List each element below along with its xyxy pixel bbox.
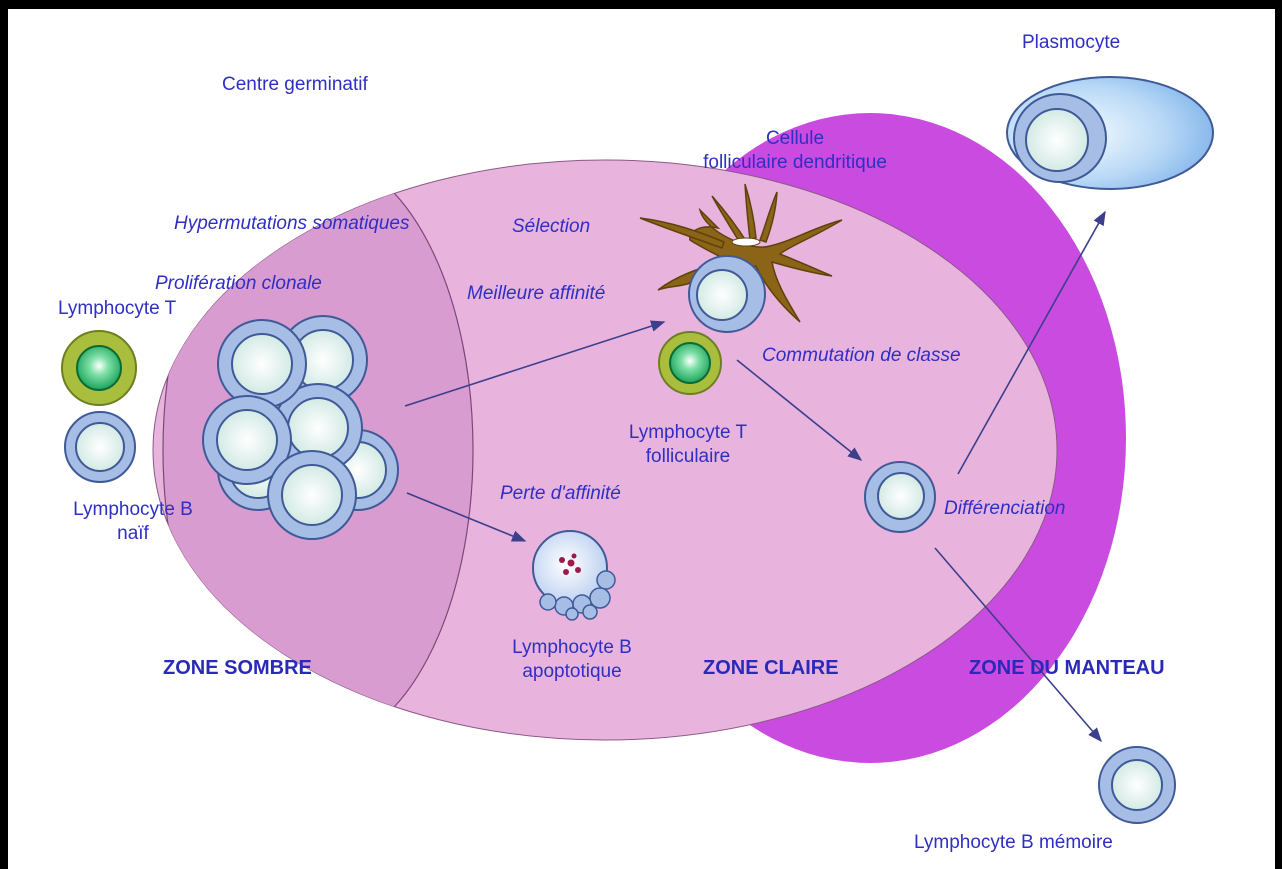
label-b-lymphocyte-naive-line1: Lymphocyte B [58, 498, 208, 522]
label-best-affinity: Meilleure affinité [467, 282, 605, 306]
plasmocyte-cell [1007, 77, 1213, 189]
label-follicular-dendritic-cell: Cellule folliculaire dendritique [670, 127, 920, 175]
label-fdc-line1: Cellule [670, 127, 920, 151]
label-b-lymphocyte-naive: Lymphocyte B naïf [58, 498, 208, 546]
t-lymphocyte-naive [62, 331, 136, 405]
memory-b-lymphocyte [1099, 747, 1175, 823]
label-t-lymphocyte-naive: Lymphocyte T [58, 297, 176, 321]
zone-label-mantle: ZONE DU MANTEAU [969, 656, 1165, 681]
differentiating-b-lymphocyte [865, 462, 935, 532]
label-proliferation: Prolifération clonale [155, 272, 322, 296]
b-lymphocyte-naive [65, 412, 135, 482]
label-selection: Sélection [512, 215, 590, 239]
label-apoptotic-line1: Lymphocyte B [497, 636, 647, 660]
zone-label-dark: ZONE SOMBRE [163, 656, 312, 681]
label-differentiation: Différenciation [944, 497, 1065, 521]
label-memory-b-lymphocyte: Lymphocyte B mémoire [914, 831, 1113, 855]
label-b-lymphocyte-naive-line2: naïf [58, 522, 208, 546]
label-fdc-line2: folliculaire dendritique [670, 151, 920, 175]
label-affinity-loss: Perte d'affinité [500, 482, 621, 506]
zone-label-light: ZONE CLAIRE [703, 656, 839, 681]
diagram-title: Centre germinatif [222, 73, 368, 97]
label-tfh-line2: folliculaire [588, 445, 788, 469]
selected-b-lymphocyte [689, 256, 765, 332]
label-plasmocyte: Plasmocyte [1022, 31, 1120, 55]
label-hypermutation: Hypermutations somatiques [174, 212, 410, 236]
t-lymphocyte-follicular [659, 332, 721, 394]
label-apoptotic-line2: apoptotique [497, 660, 647, 684]
label-tfh-line1: Lymphocyte T [588, 421, 788, 445]
label-class-switch: Commutation de classe [762, 344, 961, 368]
label-apoptotic-b-lymphocyte: Lymphocyte B apoptotique [497, 636, 647, 684]
label-t-lymphocyte-follicular: Lymphocyte T folliculaire [588, 421, 788, 469]
